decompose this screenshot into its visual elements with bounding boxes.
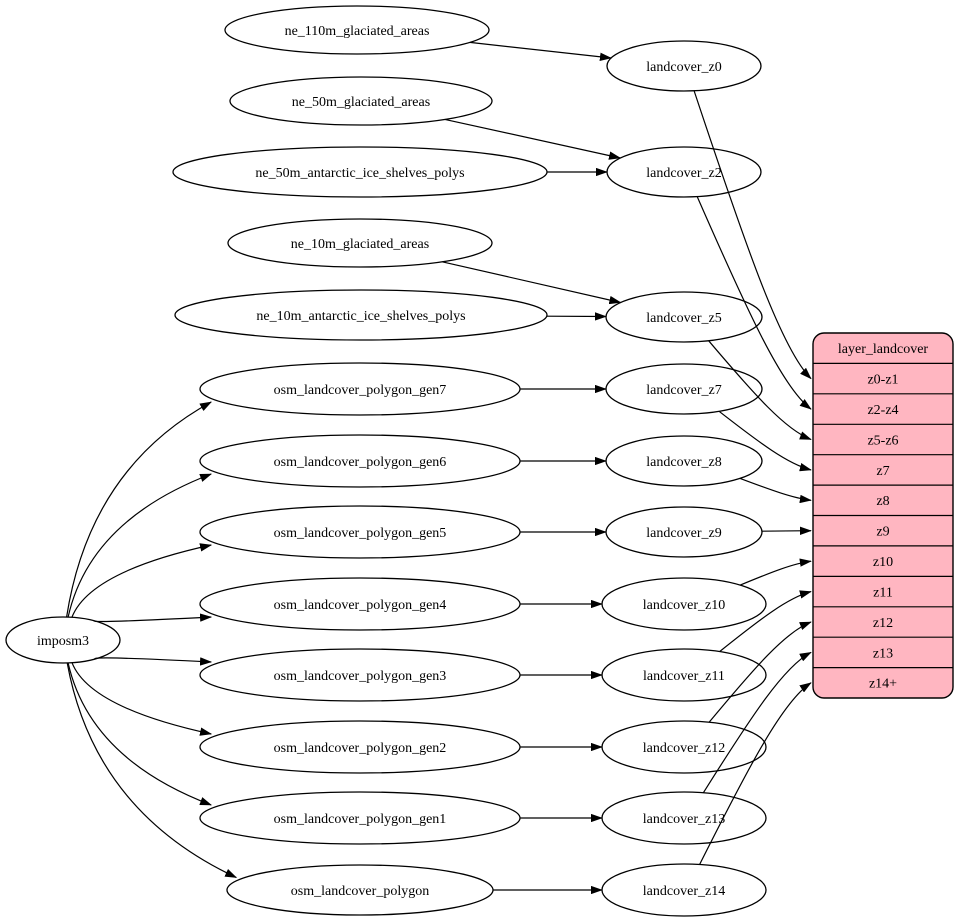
node-landcover_z2: landcover_z2	[606, 146, 762, 198]
edge-imposm3-to-osm_landcover_polygon_gen6	[67, 473, 212, 618]
node-label-landcover_z10: landcover_z10	[643, 598, 725, 613]
edge-ne_110m_glaciated_areas-to-landcover_z0	[469, 41, 612, 61]
node-label-landcover_z0: landcover_z0	[646, 60, 721, 75]
edge-landcover_z7-to-layer_landcover:z7	[718, 410, 812, 472]
node-label-osm_landcover_polygon_gen6: osm_landcover_polygon_gen6	[274, 455, 447, 470]
node-osm_landcover_polygon_gen5: osm_landcover_polygon_gen5	[199, 505, 521, 559]
record-row-z0-z1: z0-z1	[867, 373, 898, 388]
node-imposm3: imposm3	[5, 616, 121, 664]
node-landcover_z13: landcover_z13	[601, 791, 767, 845]
edge-landcover_z13-to-layer_landcover:z13	[702, 651, 812, 794]
node-label-ne_10m_antarctic_ice_shelves_polys: ne_10m_antarctic_ice_shelves_polys	[256, 309, 465, 324]
record-row-z2-z4: z2-z4	[867, 403, 898, 418]
node-label-osm_landcover_polygon_gen5: osm_landcover_polygon_gen5	[274, 526, 447, 541]
record-row-z7: z7	[876, 464, 889, 479]
edge-imposm3-to-osm_landcover_polygon_gen4	[93, 613, 213, 623]
node-label-landcover_z9: landcover_z9	[646, 526, 721, 541]
node-osm_landcover_polygon: osm_landcover_polygon	[226, 864, 494, 916]
node-osm_landcover_polygon_gen3: osm_landcover_polygon_gen3	[199, 648, 521, 702]
node-label-ne_50m_antarctic_ice_shelves_polys: ne_50m_antarctic_ice_shelves_polys	[255, 166, 464, 181]
node-label-landcover_z2: landcover_z2	[646, 166, 721, 181]
node-landcover_z8: landcover_z8	[605, 435, 763, 487]
node-label-landcover_z5: landcover_z5	[646, 311, 721, 326]
record-title: layer_landcover	[838, 342, 929, 357]
record-row-z11: z11	[873, 586, 893, 601]
node-ne_10m_glaciated_areas: ne_10m_glaciated_areas	[227, 218, 493, 268]
node-landcover_z5: landcover_z5	[605, 291, 763, 343]
node-ne_110m_glaciated_areas: ne_110m_glaciated_areas	[224, 5, 490, 55]
node-label-osm_landcover_polygon_gen1: osm_landcover_polygon_gen1	[274, 812, 447, 827]
node-label-landcover_z14: landcover_z14	[643, 884, 725, 899]
node-label-ne_10m_glaciated_areas: ne_10m_glaciated_areas	[291, 237, 429, 252]
node-label-ne_50m_glaciated_areas: ne_50m_glaciated_areas	[292, 95, 430, 110]
node-ne_50m_antarctic_ice_shelves_polys: ne_50m_antarctic_ice_shelves_polys	[172, 146, 548, 198]
node-landcover_z14: landcover_z14	[601, 863, 767, 917]
edge-imposm3-to-osm_landcover_polygon_gen2	[71, 662, 213, 736]
edge-imposm3-to-osm_landcover_polygon_gen5	[71, 543, 213, 618]
node-label-osm_landcover_polygon_gen4: osm_landcover_polygon_gen4	[274, 598, 447, 613]
node-shape-imposm3	[5, 616, 121, 664]
node-landcover_z0: landcover_z0	[606, 40, 762, 92]
node-landcover_z7: landcover_z7	[605, 363, 763, 415]
node-osm_landcover_polygon_gen6: osm_landcover_polygon_gen6	[199, 434, 521, 488]
edge-landcover_z10-to-layer_landcover:z10	[739, 558, 812, 586]
node-osm_landcover_polygon_gen7: osm_landcover_polygon_gen7	[199, 362, 521, 416]
node-ne_50m_glaciated_areas: ne_50m_glaciated_areas	[229, 76, 493, 126]
edge-ne_10m_glaciated_areas-to-landcover_z5	[442, 261, 622, 305]
edge-imposm3-to-osm_landcover_polygon_gen7	[66, 401, 212, 618]
node-shape-ne_110m_glaciated_areas	[224, 5, 490, 55]
record-layer_landcover: layer_landcover z0-z1 z2-z4 z5-z6 z7 z8 z9 z10 z…	[812, 332, 954, 699]
record-row-z14+: z14+	[869, 677, 897, 692]
node-label-landcover_z8: landcover_z8	[646, 455, 721, 470]
node-label-imposm3: imposm3	[37, 634, 89, 649]
edge-ne_50m_glaciated_areas-to-landcover_z2	[444, 118, 622, 160]
edge-imposm3-to-osm_landcover_polygon_gen1	[67, 662, 212, 806]
edge-landcover_z12-to-layer_landcover:z12	[708, 621, 812, 723]
node-osm_landcover_polygon_gen2: osm_landcover_polygon_gen2	[199, 720, 521, 774]
node-osm_landcover_polygon_gen4: osm_landcover_polygon_gen4	[199, 577, 521, 631]
edge-landcover_z5-to-layer_landcover:z5-z6	[708, 340, 812, 441]
record-row-z5-z6: z5-z6	[867, 433, 898, 448]
node-shape-ne_10m_glaciated_areas	[227, 218, 493, 268]
node-ne_10m_antarctic_ice_shelves_polys: ne_10m_antarctic_ice_shelves_polys	[174, 289, 548, 341]
edge-landcover_z8-to-layer_landcover:z8	[739, 477, 812, 504]
node-label-landcover_z11: landcover_z11	[643, 669, 725, 684]
node-label-landcover_z13: landcover_z13	[643, 812, 725, 827]
node-landcover_z11: landcover_z11	[601, 648, 767, 702]
record-row-z13: z13	[873, 646, 893, 661]
edge-landcover_z11-to-layer_landcover:z11	[719, 590, 812, 653]
edge-landcover_z2-to-layer_landcover:z2-z4	[696, 196, 812, 410]
node-label-osm_landcover_polygon_gen3: osm_landcover_polygon_gen3	[274, 669, 447, 684]
node-label-ne_110m_glaciated_areas: ne_110m_glaciated_areas	[285, 24, 430, 39]
record-row-z9: z9	[876, 525, 889, 540]
edge-imposm3-to-osm_landcover_polygon_gen3	[94, 657, 213, 666]
node-shape-ne_10m_antarctic_ice_shelves_polys	[174, 289, 548, 341]
node-label-landcover_z7: landcover_z7	[646, 383, 721, 398]
node-label-osm_landcover_polygon_gen2: osm_landcover_polygon_gen2	[274, 741, 447, 756]
edge-landcover_z9-to-layer_landcover:z9	[761, 526, 812, 535]
node-osm_landcover_polygon_gen1: osm_landcover_polygon_gen1	[199, 791, 521, 845]
record-row-z10: z10	[873, 555, 893, 570]
node-shape-ne_50m_glaciated_areas	[229, 76, 493, 126]
node-landcover_z12: landcover_z12	[601, 720, 767, 774]
edge-landcover_z14-to-layer_landcover:z14+	[699, 682, 812, 865]
edge-landcover_z0-to-layer_landcover:z0-z1	[693, 90, 812, 380]
node-landcover_z9: landcover_z9	[605, 506, 763, 558]
node-label-osm_landcover_polygon: osm_landcover_polygon	[291, 884, 429, 899]
node-label-landcover_z12: landcover_z12	[643, 741, 725, 756]
record-row-z12: z12	[873, 616, 893, 631]
record-row-z8: z8	[876, 494, 889, 509]
node-shape-landcover_z0	[606, 40, 762, 92]
node-landcover_z10: landcover_z10	[601, 577, 767, 631]
node-label-osm_landcover_polygon_gen7: osm_landcover_polygon_gen7	[274, 383, 447, 398]
edge-imposm3-to-osm_landcover_polygon	[66, 662, 238, 879]
